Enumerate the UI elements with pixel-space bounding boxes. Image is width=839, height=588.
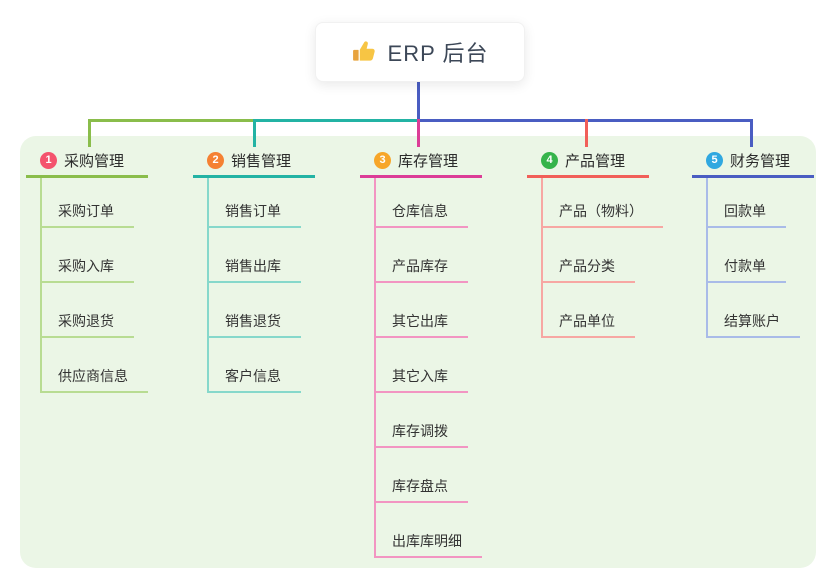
child-node[interactable]: 出库库明细: [376, 503, 482, 558]
branch-children: 回款单 付款单 结算账户: [706, 178, 814, 338]
child-node[interactable]: 产品（物料）: [543, 178, 663, 228]
root-node[interactable]: ERP 后台: [315, 22, 525, 82]
child-node[interactable]: 库存调拨: [376, 393, 468, 448]
branch-label: 产品管理: [565, 153, 626, 170]
child-node[interactable]: 销售退货: [209, 283, 301, 338]
branch-5: 5 财务管理 回款单 付款单 结算账户: [692, 146, 814, 338]
connector-bus-teal: [253, 119, 420, 122]
branch-3: 3 库存管理 仓库信息 产品库存 其它出库 其它入库 库存调拨 库存盘点 出库库…: [360, 146, 482, 558]
child-node[interactable]: 回款单: [708, 178, 786, 228]
child-node[interactable]: 产品库存: [376, 228, 468, 283]
child-node[interactable]: 结算账户: [708, 283, 800, 338]
branch-2: 2 销售管理 销售订单 销售出库 销售退货 客户信息: [193, 146, 315, 393]
root-label: ERP 后台: [387, 41, 489, 66]
connector-drop-5: [750, 119, 753, 147]
child-node[interactable]: 采购退货: [42, 283, 134, 338]
branch-children: 仓库信息 产品库存 其它出库 其它入库 库存调拨 库存盘点 出库库明细: [374, 178, 482, 558]
branch-4: 4 产品管理 产品（物料） 产品分类 产品单位: [527, 146, 663, 338]
child-node[interactable]: 产品单位: [543, 283, 635, 338]
branch-1: 1 采购管理 采购订单 采购入库 采购退货 供应商信息: [26, 146, 148, 393]
branch-title[interactable]: 5 财务管理: [692, 146, 814, 178]
child-node[interactable]: 付款单: [708, 228, 786, 283]
branch-children: 采购订单 采购入库 采购退货 供应商信息: [40, 178, 148, 393]
branch-label: 库存管理: [398, 153, 459, 170]
child-node[interactable]: 库存盘点: [376, 448, 468, 503]
branch-number-badge: 5: [706, 152, 723, 169]
connector-drop-2: [253, 119, 256, 147]
connector-drop-3: [417, 119, 420, 147]
branch-children: 产品（物料） 产品分类 产品单位: [541, 178, 663, 338]
connector-drop-4: [585, 119, 588, 147]
child-node[interactable]: 供应商信息: [42, 338, 148, 393]
child-node[interactable]: 仓库信息: [376, 178, 468, 228]
connector-drop-1: [88, 119, 91, 147]
branch-title[interactable]: 4 产品管理: [527, 146, 649, 178]
child-node[interactable]: 客户信息: [209, 338, 301, 393]
child-node[interactable]: 销售出库: [209, 228, 301, 283]
connector-root-drop: [417, 80, 420, 122]
branch-label: 财务管理: [730, 153, 791, 170]
branch-title[interactable]: 3 库存管理: [360, 146, 482, 178]
child-node[interactable]: 采购入库: [42, 228, 134, 283]
branch-number-badge: 4: [541, 152, 558, 169]
branch-number-badge: 2: [207, 152, 224, 169]
branch-number-badge: 3: [374, 152, 391, 169]
background-panel: [20, 136, 816, 568]
child-node[interactable]: 产品分类: [543, 228, 635, 283]
branch-label: 采购管理: [64, 153, 125, 170]
branch-title[interactable]: 1 采购管理: [26, 146, 148, 178]
child-node[interactable]: 销售订单: [209, 178, 301, 228]
branch-number-badge: 1: [40, 152, 57, 169]
connector-bus-green: [88, 119, 256, 122]
child-node[interactable]: 采购订单: [42, 178, 134, 228]
branch-title[interactable]: 2 销售管理: [193, 146, 315, 178]
branch-label: 销售管理: [231, 153, 292, 170]
child-node[interactable]: 其它出库: [376, 283, 468, 338]
child-node[interactable]: 其它入库: [376, 338, 468, 393]
thumbs-up-icon: [352, 39, 378, 65]
branch-children: 销售订单 销售出库 销售退货 客户信息: [207, 178, 315, 393]
